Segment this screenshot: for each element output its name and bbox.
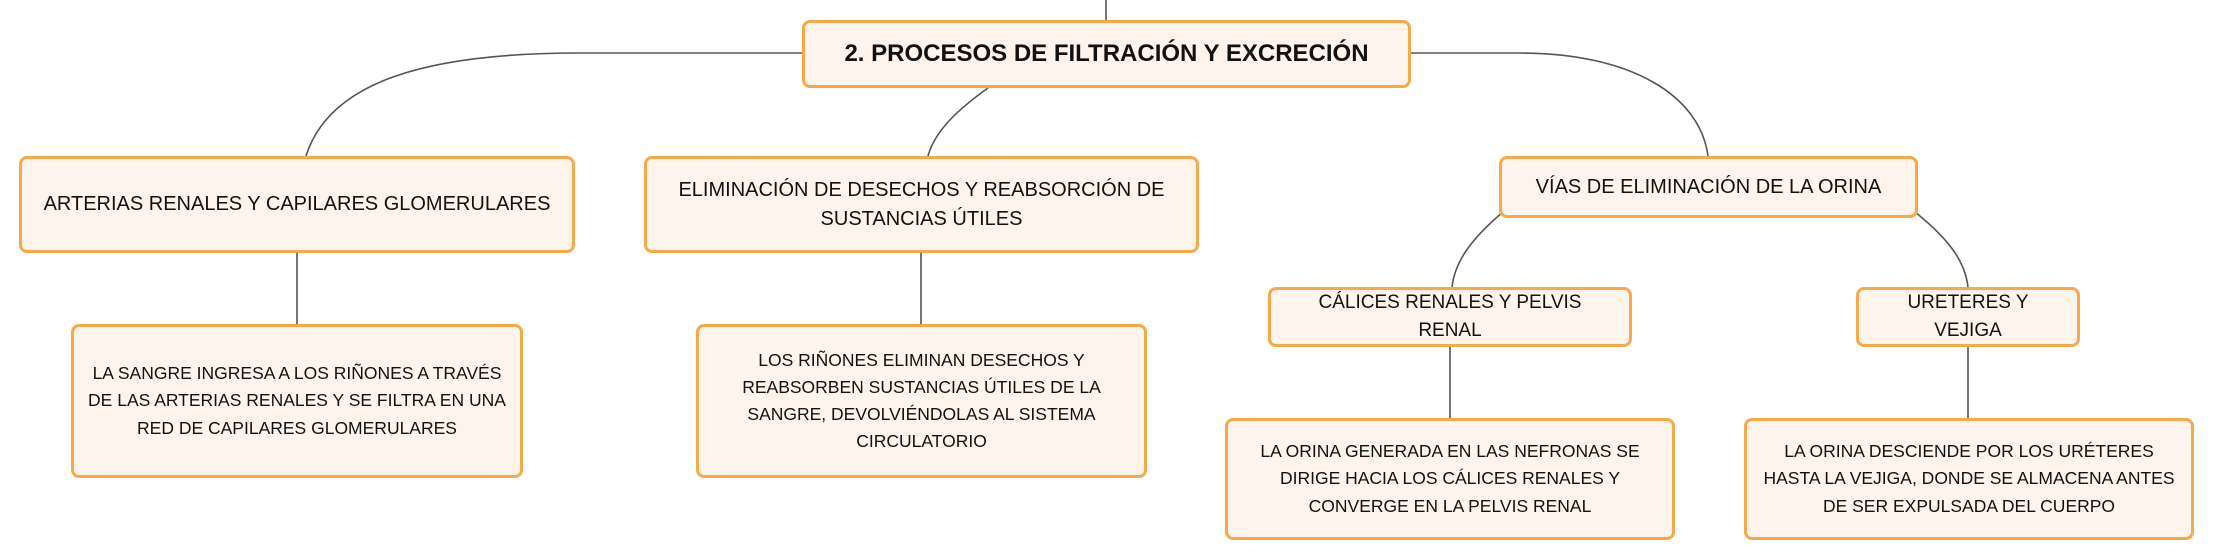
- node-calices-detail[interactable]: LA ORINA GENERADA EN LAS NEFRONAS SE DIR…: [1225, 418, 1675, 540]
- node-eliminacion-detail-label: LOS RIÑONES ELIMINAN DESECHOS Y REABSORB…: [742, 349, 1101, 452]
- node-vias[interactable]: VÍAS DE ELIMINACIÓN DE LA ORINA: [1499, 156, 1918, 218]
- node-vias-label: VÍAS DE ELIMINACIÓN DE LA ORINA: [1535, 175, 1882, 198]
- node-calices-detail-label: LA ORINA GENERADA EN LAS NEFRONAS SE DIR…: [1260, 441, 1640, 516]
- connector-root-vias: [1411, 52, 1709, 157]
- connector-vias-calices: [1451, 211, 1504, 288]
- connector-vias-ureteres: [1914, 211, 1969, 288]
- node-calices[interactable]: CÁLICES RENALES Y PELVIS RENAL: [1268, 287, 1632, 347]
- node-ureteres-detail[interactable]: LA ORINA DESCIENDE POR LOS URÉTERES HAST…: [1744, 418, 2194, 540]
- node-arterias-label: ARTERIAS RENALES Y CAPILARES GLOMERULARE…: [43, 193, 551, 215]
- node-ureteres[interactable]: URETERES Y VEJIGA: [1856, 287, 2080, 347]
- node-arterias-detail-label: LA SANGRE INGRESA A LOS RIÑONES A TRAVÉS…: [88, 363, 506, 438]
- node-ureteres-detail-label: LA ORINA DESCIENDE POR LOS URÉTERES HAST…: [1763, 441, 2175, 516]
- node-calices-label: CÁLICES RENALES Y PELVIS RENAL: [1318, 292, 1582, 341]
- node-arterias[interactable]: ARTERIAS RENALES Y CAPILARES GLOMERULARE…: [19, 156, 575, 253]
- root-node[interactable]: 2. PROCESOS DE FILTRACIÓN Y EXCRECIÓN: [802, 20, 1411, 88]
- node-eliminacion-detail[interactable]: LOS RIÑONES ELIMINAN DESECHOS Y REABSORB…: [696, 324, 1147, 478]
- connector-root-arterias: [305, 52, 802, 157]
- root-node-label: 2. PROCESOS DE FILTRACIÓN Y EXCRECIÓN: [844, 39, 1369, 67]
- node-ureteres-label: URETERES Y VEJIGA: [1907, 292, 2029, 341]
- node-eliminacion-label: ELIMINACIÓN DE DESECHOS Y REABSORCIÓN DE…: [678, 178, 1165, 230]
- node-eliminacion[interactable]: ELIMINACIÓN DE DESECHOS Y REABSORCIÓN DE…: [644, 156, 1199, 253]
- connector-root-eliminacion: [927, 87, 989, 157]
- node-arterias-detail[interactable]: LA SANGRE INGRESA A LOS RIÑONES A TRAVÉS…: [71, 324, 523, 478]
